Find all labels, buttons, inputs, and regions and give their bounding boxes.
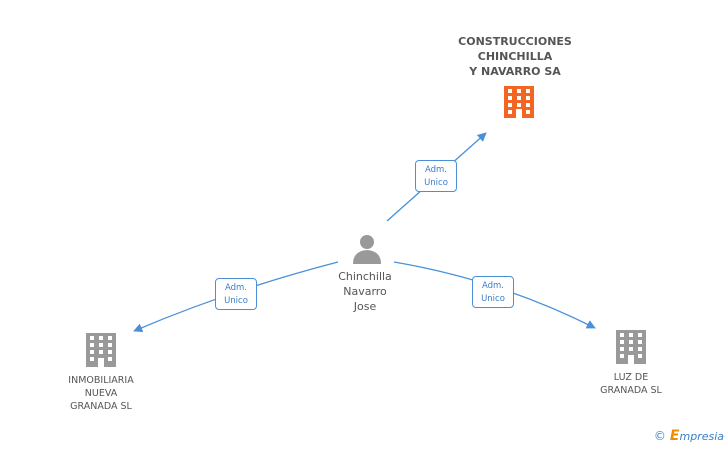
building-icon[interactable] <box>504 86 534 118</box>
copyright-symbol: © <box>653 429 666 443</box>
edge-label-left-line2: Unico <box>224 296 248 306</box>
edge-label-right-line2: Unico <box>481 294 505 304</box>
main-company-name[interactable]: CONSTRUCCIONES CHINCHILLA Y NAVARRO SA <box>458 35 572 78</box>
person-name[interactable]: Chinchilla Navarro Jose <box>338 270 392 313</box>
brand-logo-text: mpresia <box>679 430 724 443</box>
edge-label-top-line2: Unico <box>424 178 448 188</box>
brand-logo-initial: E <box>669 428 680 444</box>
edge-label-top-line1: Adm. <box>424 165 448 175</box>
edge-label-top: Adm. Unico <box>415 160 457 192</box>
building-icon[interactable] <box>616 330 646 364</box>
edge-label-left-line1: Adm. <box>224 283 248 293</box>
building-icon[interactable] <box>86 333 116 367</box>
left-company-name[interactable]: INMOBILIARIA NUEVA GRANADA SL <box>68 375 134 412</box>
person-icon[interactable] <box>353 235 381 264</box>
right-company-name[interactable]: LUZ DE GRANADA SL <box>600 372 662 396</box>
edge-label-right-line1: Adm. <box>481 281 505 291</box>
edge-label-right: Adm. Unico <box>472 276 514 308</box>
brand-footer[interactable]: ©Empresia <box>654 428 724 444</box>
edge-label-left: Adm. Unico <box>215 278 257 310</box>
